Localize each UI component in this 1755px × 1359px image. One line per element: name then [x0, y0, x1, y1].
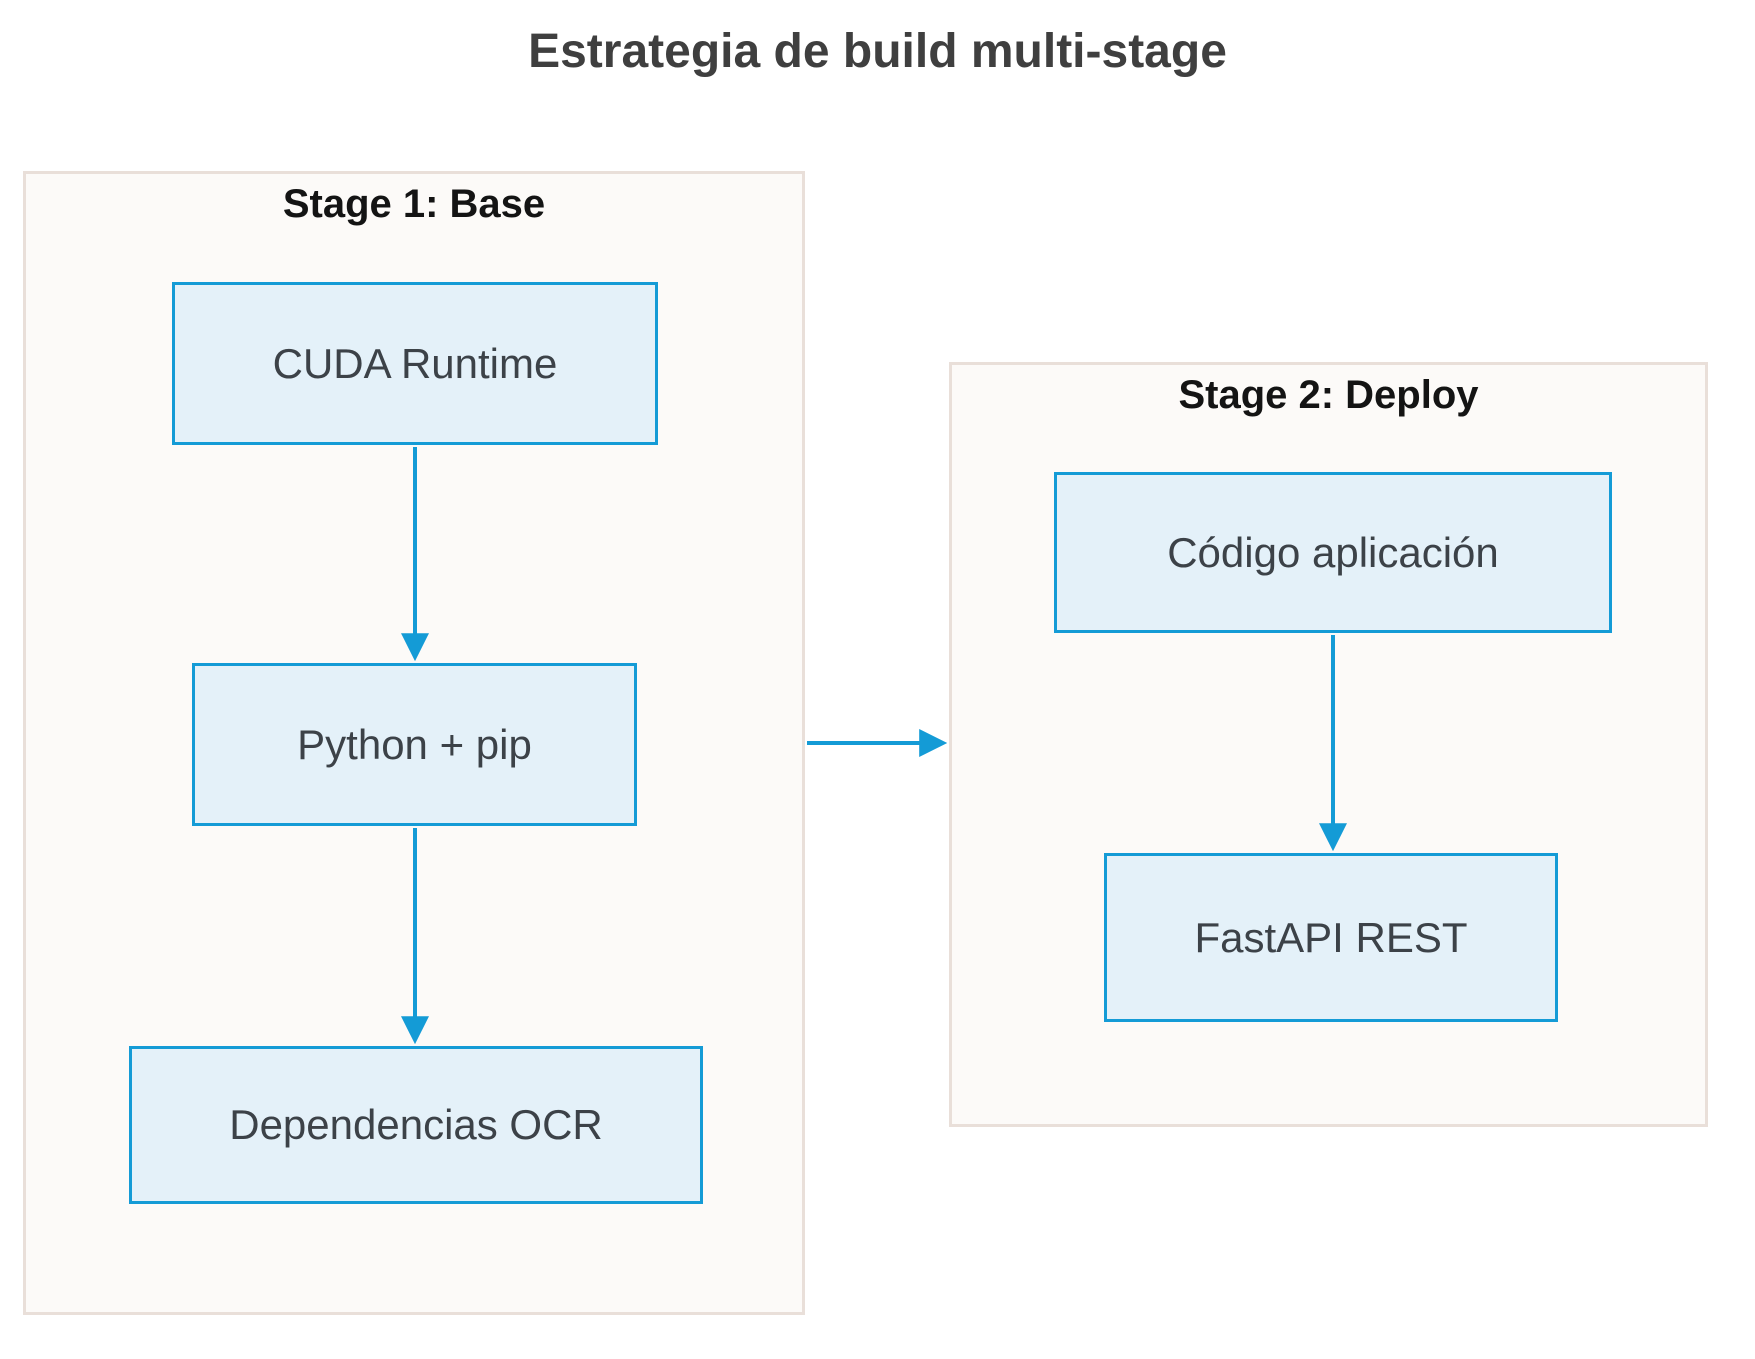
- node-python-pip: Python + pip: [192, 663, 637, 826]
- node-fastapi-rest: FastAPI REST: [1104, 853, 1558, 1022]
- node-cuda-runtime: CUDA Runtime: [172, 282, 658, 445]
- node-codigo-aplicacion: Código aplicación: [1054, 472, 1612, 633]
- node-dependencias-ocr-label: Dependencias OCR: [229, 1101, 603, 1148]
- stage1-container: Stage 1: Base CUDA Runtime Python + pip …: [23, 171, 805, 1315]
- node-fastapi-rest-label: FastAPI REST: [1194, 913, 1468, 961]
- node-codigo-aplicacion-label: Código aplicación: [1167, 528, 1499, 576]
- stage2-container: Stage 2: Deploy Código aplicación FastAP…: [949, 362, 1708, 1127]
- node-cuda-runtime-label: CUDA Runtime: [272, 339, 558, 387]
- node-python-pip-label: Python + pip: [297, 720, 532, 768]
- node-dependencias-ocr: Dependencias OCR: [129, 1046, 703, 1204]
- stage2-label: Stage 2: Deploy: [1178, 373, 1479, 417]
- diagram-title: Estrategia de build multi-stage: [528, 25, 1227, 78]
- stage1-label: Stage 1: Base: [282, 182, 546, 226]
